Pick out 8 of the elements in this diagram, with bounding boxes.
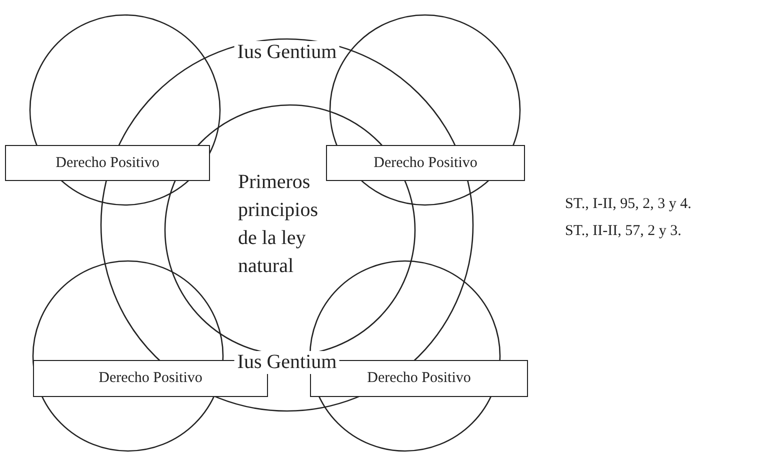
term-label: Derecho Positivo: [367, 370, 471, 387]
reference-note: ST., I-II, 95, 2, 3 y 4.: [565, 196, 692, 213]
region-label: Primeros principios de la ley natural: [238, 170, 319, 279]
region-label: Ius Gentium: [234, 351, 340, 374]
term-label: Derecho Positivo: [98, 370, 202, 387]
term-label: Derecho Positivo: [374, 154, 478, 172]
term-label: Derecho Positivo: [56, 154, 160, 172]
reference-note: ST., II-II, 57, 2 y 3.: [565, 223, 682, 240]
